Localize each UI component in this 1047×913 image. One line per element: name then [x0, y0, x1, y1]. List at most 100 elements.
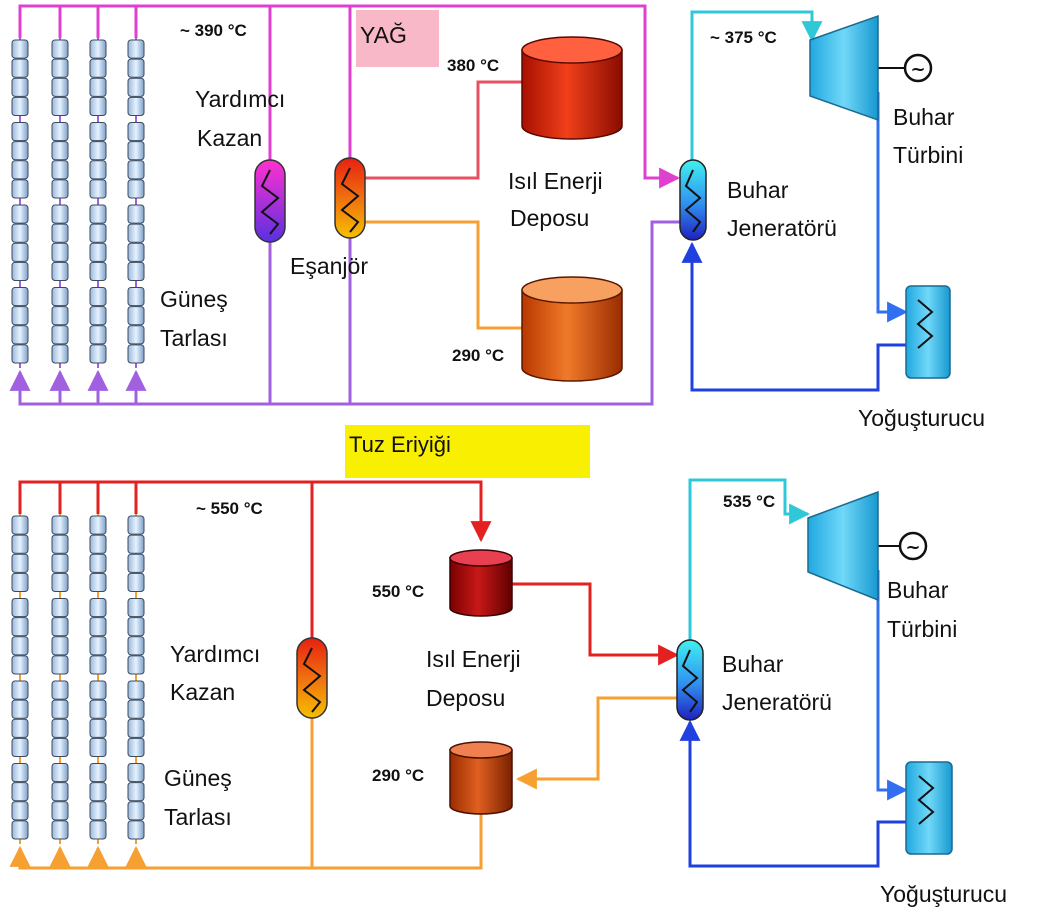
collector-tube [11, 344, 29, 364]
salt-label: Tuz Eriyiği [349, 432, 451, 457]
aux-boiler [254, 159, 286, 243]
collector-tube [11, 699, 29, 719]
salt-cold-lines [9, 696, 680, 870]
collector-tube [51, 820, 69, 840]
collector-tube [127, 306, 145, 326]
solar-field-collectors [11, 38, 145, 368]
collector-tube [89, 699, 107, 719]
solar-field-label-1: Güneş [164, 765, 232, 791]
oil-label: YAĞ [360, 22, 407, 48]
oil-hot-lines [18, 4, 681, 189]
collector-tube [89, 737, 107, 757]
feedwater-line [679, 719, 906, 868]
collector-tube [127, 553, 145, 573]
generator-icon: ~ [903, 53, 933, 83]
collector-tube [127, 204, 145, 224]
collector-tube [89, 96, 107, 116]
collector-tube [127, 287, 145, 307]
aux-boiler-label-2: Kazan [170, 679, 235, 705]
collector-tube [127, 39, 145, 59]
collector-tube [11, 204, 29, 224]
collector-tube [89, 553, 107, 573]
storage-label-1: Isıl Enerji [426, 646, 521, 672]
salt-label-box [345, 425, 590, 478]
collector-tube [51, 344, 69, 364]
steam-line [690, 10, 823, 178]
steam-turbine [807, 490, 879, 602]
collector-tube [127, 820, 145, 840]
collector-tube [11, 680, 29, 700]
generator-icon: ~ [898, 531, 928, 561]
collector-tube [89, 718, 107, 738]
aux-boiler-label-1: Yardımcı [170, 641, 260, 667]
salt-hot-lines [18, 480, 680, 666]
turbine-exhaust-line [876, 570, 909, 801]
collector-tube [51, 598, 69, 618]
collector-tube [127, 77, 145, 97]
storage-label-2: Deposu [426, 685, 505, 711]
cold-tank-temp: 290 °C [452, 346, 504, 365]
steam-turbine [809, 14, 879, 122]
steam-temp-label: 535 °C [723, 492, 775, 511]
collector-tube [11, 261, 29, 281]
collector-tube [11, 122, 29, 142]
collector-tube [11, 820, 29, 840]
collector-tube [89, 287, 107, 307]
collector-tube [51, 223, 69, 243]
collector-tube [11, 242, 29, 262]
steam-line [688, 478, 811, 640]
condenser-label: Yoğuşturucu [858, 405, 985, 431]
oil-cold-lines [9, 220, 690, 406]
collector-tube [127, 58, 145, 78]
collector-tube [89, 801, 107, 821]
storage-label-1: Isıl Enerji [508, 168, 603, 194]
cold-tank-temp: 290 °C [372, 766, 424, 785]
collector-tube [51, 572, 69, 592]
collector-tube [127, 325, 145, 345]
collector-tube [51, 122, 69, 142]
collector-tube [89, 204, 107, 224]
collector-tube [51, 306, 69, 326]
collector-tube [11, 223, 29, 243]
collector-tube [127, 699, 145, 719]
collector-tube [11, 655, 29, 675]
aux-boiler [296, 637, 328, 719]
collector-tube [89, 223, 107, 243]
steam-generator [679, 159, 707, 241]
steam-generator-label-2: Jeneratörü [727, 215, 837, 241]
collector-tube [51, 680, 69, 700]
collector-tube [11, 287, 29, 307]
collector-tube [89, 39, 107, 59]
cold-storage-tank [521, 276, 623, 382]
hot-tank-line [365, 80, 522, 180]
collector-tube [89, 344, 107, 364]
collector-tube [127, 515, 145, 535]
collector-tube [89, 160, 107, 180]
feedwater-line [681, 241, 906, 392]
collector-tube [127, 655, 145, 675]
collector-tube [127, 572, 145, 592]
collector-tube [89, 680, 107, 700]
collector-tube [89, 655, 107, 675]
collector-tube [51, 58, 69, 78]
collector-tube [11, 160, 29, 180]
collector-tube [51, 287, 69, 307]
collector-tube [51, 718, 69, 738]
collector-tube [127, 782, 145, 802]
collector-tube [89, 572, 107, 592]
steam-generator-label-1: Buhar [722, 651, 784, 677]
hot-storage-tank [521, 36, 623, 140]
turbine-label-2: Türbini [893, 142, 963, 168]
turbine-label-1: Buhar [887, 577, 949, 603]
collector-tube [127, 534, 145, 554]
condenser [905, 285, 951, 379]
collector-tube [127, 636, 145, 656]
collector-tube [127, 801, 145, 821]
collector-tube [51, 737, 69, 757]
collector-tube [51, 534, 69, 554]
collector-tube [51, 242, 69, 262]
collector-tube [11, 617, 29, 637]
collector-tube [11, 141, 29, 161]
collector-tube [51, 39, 69, 59]
collector-tube [51, 515, 69, 535]
